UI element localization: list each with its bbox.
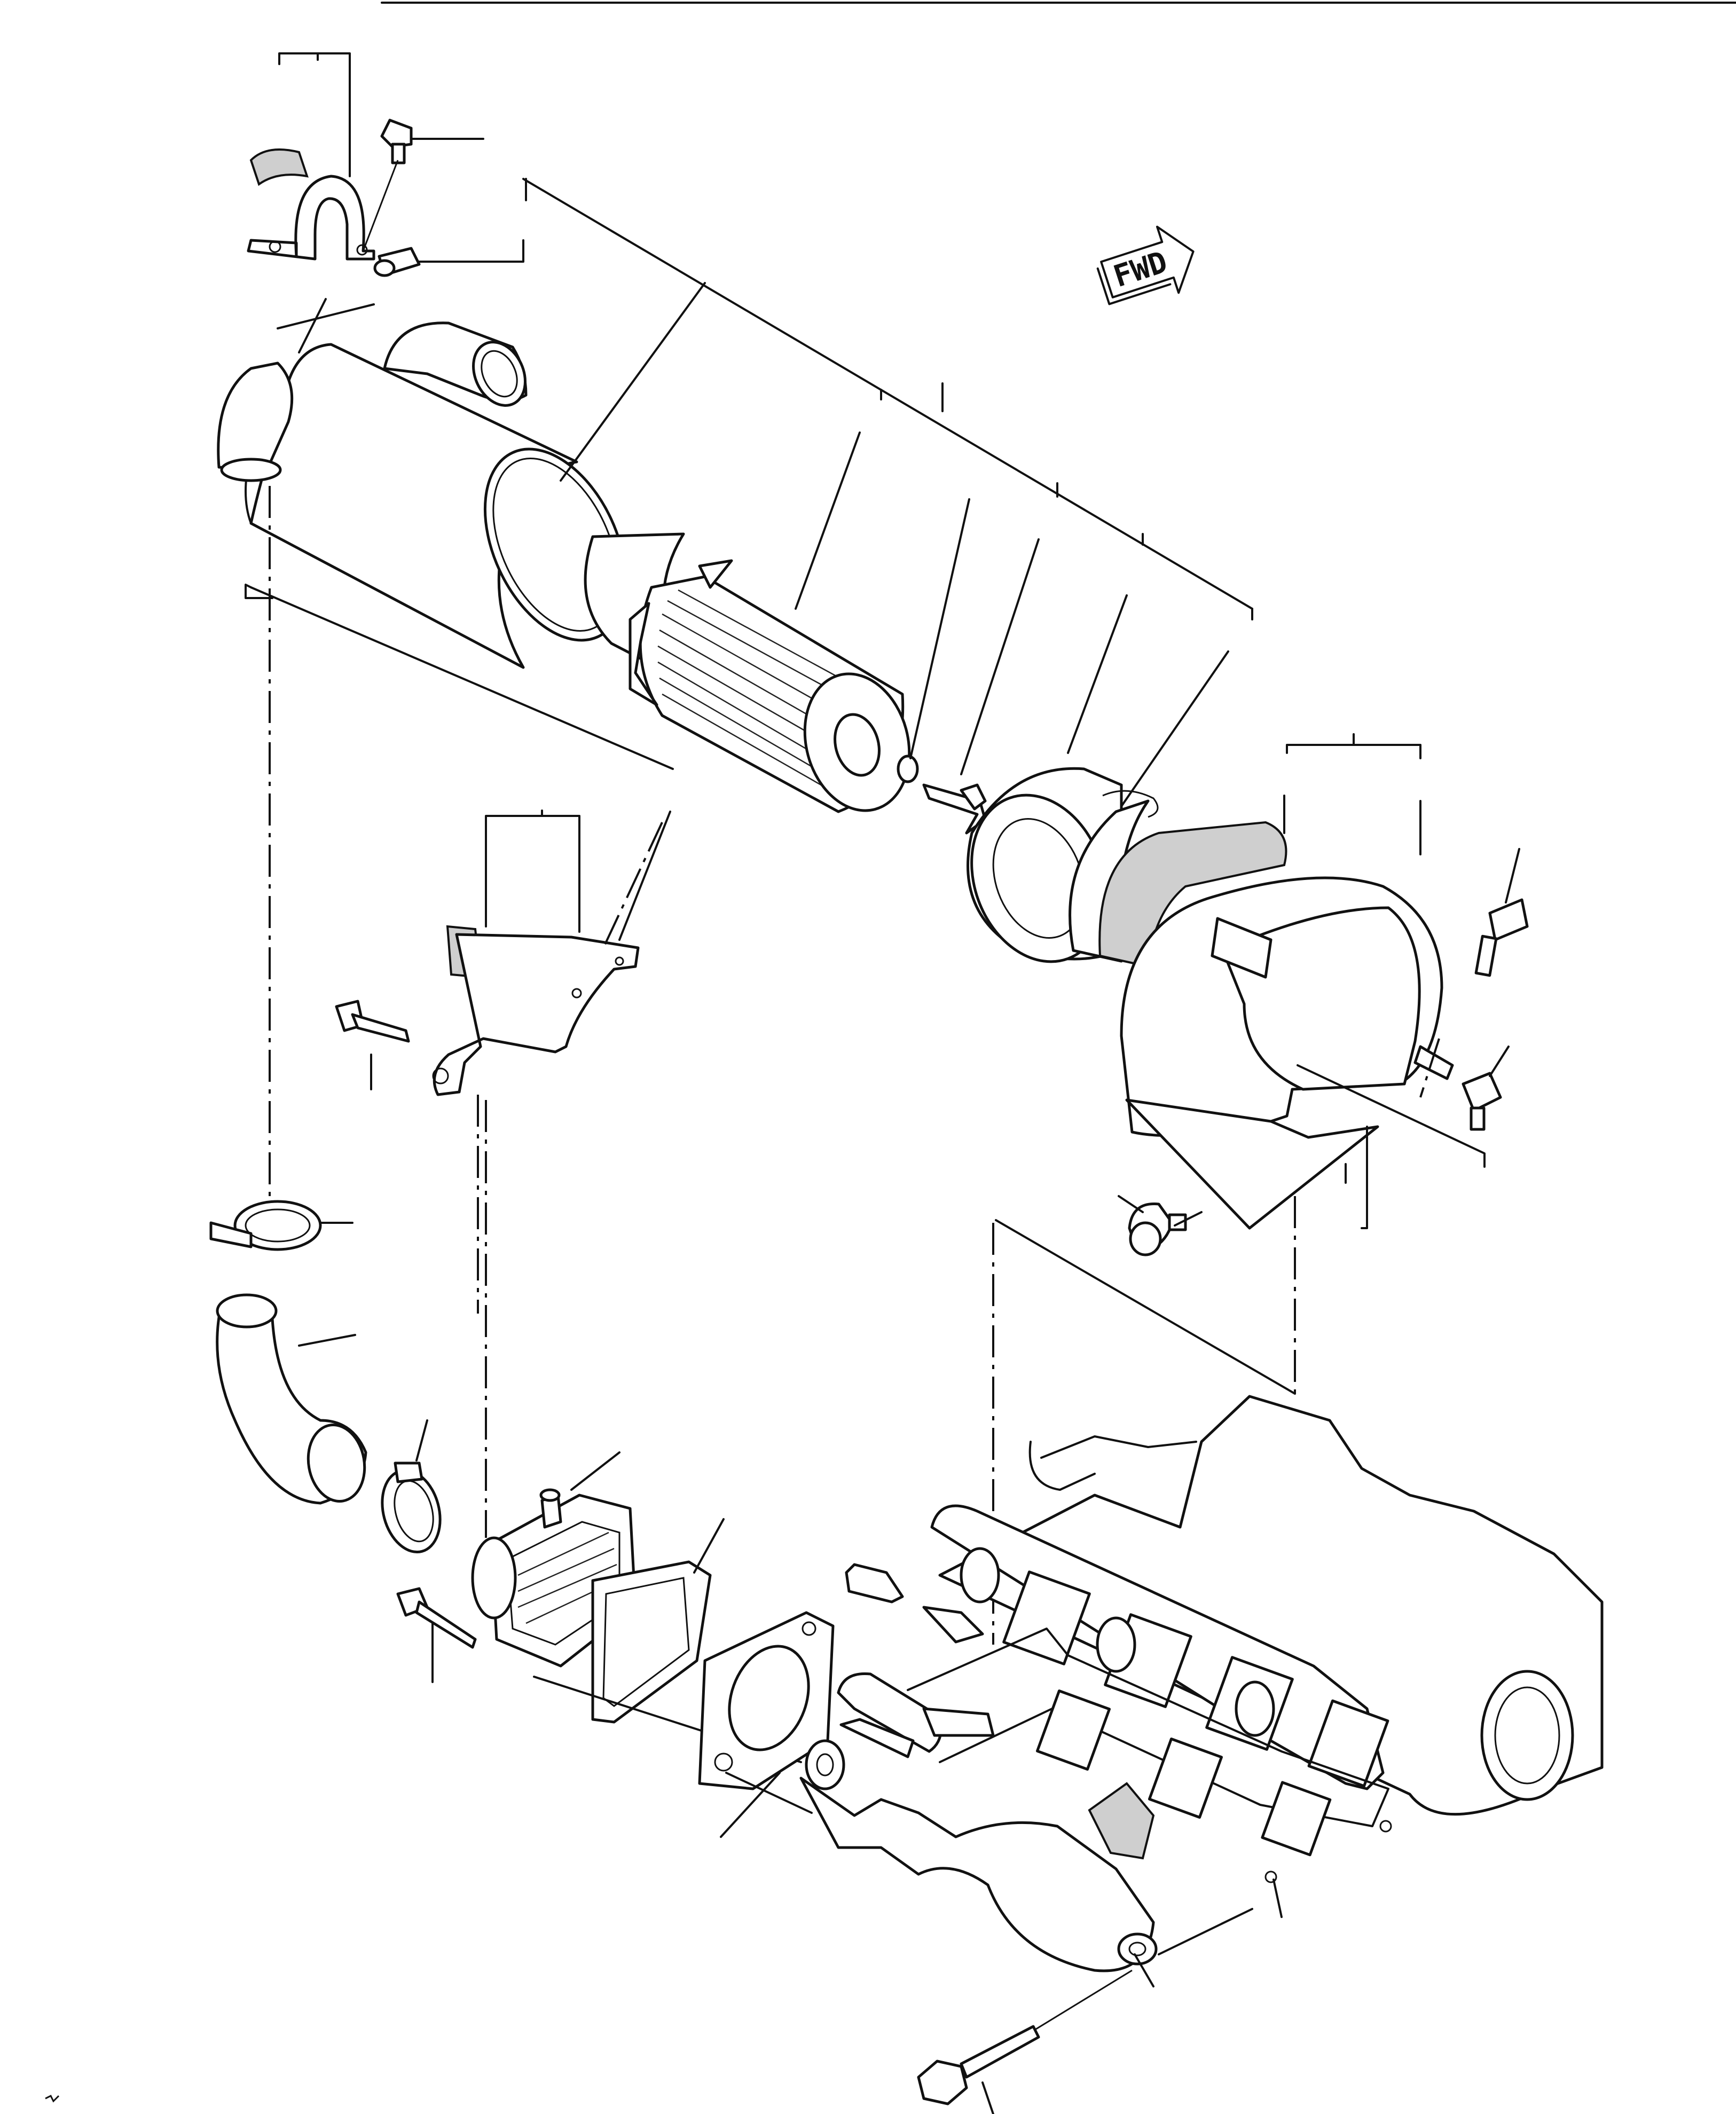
support-bracket-bolt-left [335, 1000, 410, 1090]
connector-bolt [396, 1587, 477, 1683]
support-bracket-bolt [1118, 1126, 1368, 1256]
wing-nut [922, 538, 1040, 835]
clamp-bracket [247, 52, 375, 261]
connector-gasket [591, 1518, 725, 1724]
band-bolt [1474, 848, 1529, 977]
cylinder-head [930, 1395, 1604, 1816]
manifold-bolt [917, 1953, 1154, 2114]
air-inlet-hose [216, 1293, 367, 1505]
filter-element [629, 559, 911, 813]
forward-arrow-icon: FWD [1096, 225, 1195, 305]
air-cleaner-elbow [217, 321, 528, 482]
mounting-band [1098, 821, 1454, 1230]
hose-clamp-upper [209, 1200, 354, 1251]
wing-nut-washer [897, 498, 970, 783]
bracket-bolt [362, 119, 484, 252]
manifold-gasket [907, 1628, 1392, 1955]
intake-adapter [698, 1611, 835, 1814]
clamp-bolt [277, 239, 524, 353]
corner-mark [45, 2094, 60, 2103]
intake-manifold [720, 1563, 1158, 1972]
hose-clamp-lower [381, 1419, 442, 1554]
support-bracket [432, 810, 671, 1096]
bracket-base-bolt [1297, 1038, 1510, 1168]
